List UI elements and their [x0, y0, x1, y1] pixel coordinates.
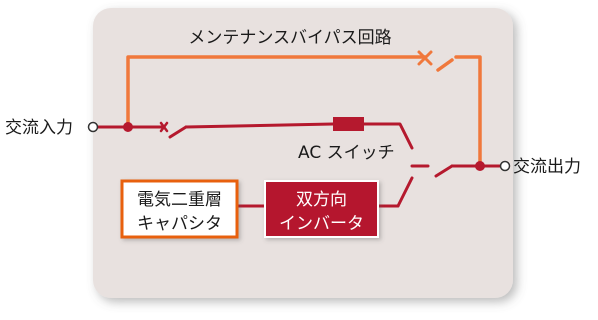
input-junction-dot [123, 122, 133, 132]
capacitor-label-line1: 電気二重層 [137, 190, 222, 210]
ac-switch-symbol [333, 117, 364, 131]
main-circuit [96, 122, 502, 208]
output-junction-dot [475, 161, 485, 171]
main-breaker-icon [159, 121, 169, 133]
bypass-label: メンテナンスバイパス回路 [188, 28, 391, 48]
capacitor-box [120, 179, 239, 239]
capacitor-label-line2: キャパシタ [137, 214, 222, 234]
inverter-box [264, 180, 379, 238]
output-label: 交流出力 [513, 157, 581, 177]
output-terminal [499, 160, 511, 172]
bypass-breaker-icon [417, 50, 433, 66]
ac-switch-label: AC スイッチ [298, 143, 395, 163]
bypass-circuit [126, 55, 482, 168]
input-terminal [87, 121, 99, 133]
inverter-label-line2: インバータ [279, 214, 364, 234]
input-label: 交流入力 [5, 118, 73, 138]
inverter-label-line1: 双方向 [296, 190, 347, 210]
